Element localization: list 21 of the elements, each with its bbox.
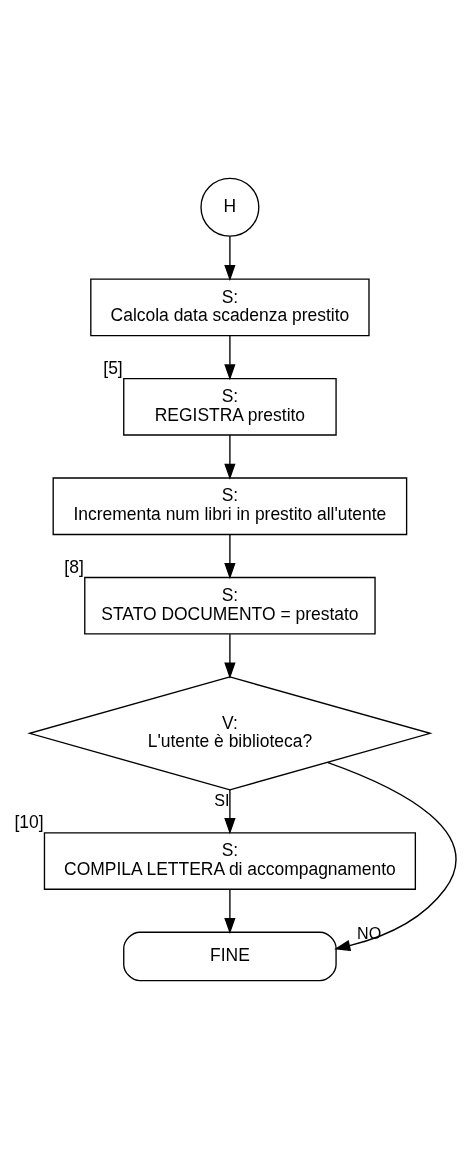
arrow (224, 235, 236, 281)
node-box: FINE (123, 931, 337, 981)
node-diamond: V: L'utente è biblioteca? (27, 675, 433, 790)
edge-label: SI (214, 790, 230, 809)
arrow (224, 433, 236, 480)
arrow (224, 533, 236, 579)
arrow (224, 633, 236, 679)
arrow (224, 888, 236, 934)
node-box: S: Calcola data scadenza prestito (90, 278, 370, 336)
node-box: S: STATO DOCUMENTO = prestato (84, 576, 376, 635)
arrow (224, 334, 236, 380)
edge-label: NO (357, 923, 382, 942)
node-box: S: COMPILA LETTERA di accompagnamento (43, 831, 417, 890)
arrow (224, 788, 236, 834)
node-box: S: Incrementa num libri in prestito all'utente (52, 476, 408, 535)
node-box: S: REGISTRA prestito (123, 377, 337, 436)
node-circle: H (200, 177, 260, 237)
arrow (326, 761, 457, 951)
node-label: [10] (14, 811, 44, 832)
node-label: [5] (103, 357, 123, 378)
node-label: [8] (64, 556, 84, 577)
